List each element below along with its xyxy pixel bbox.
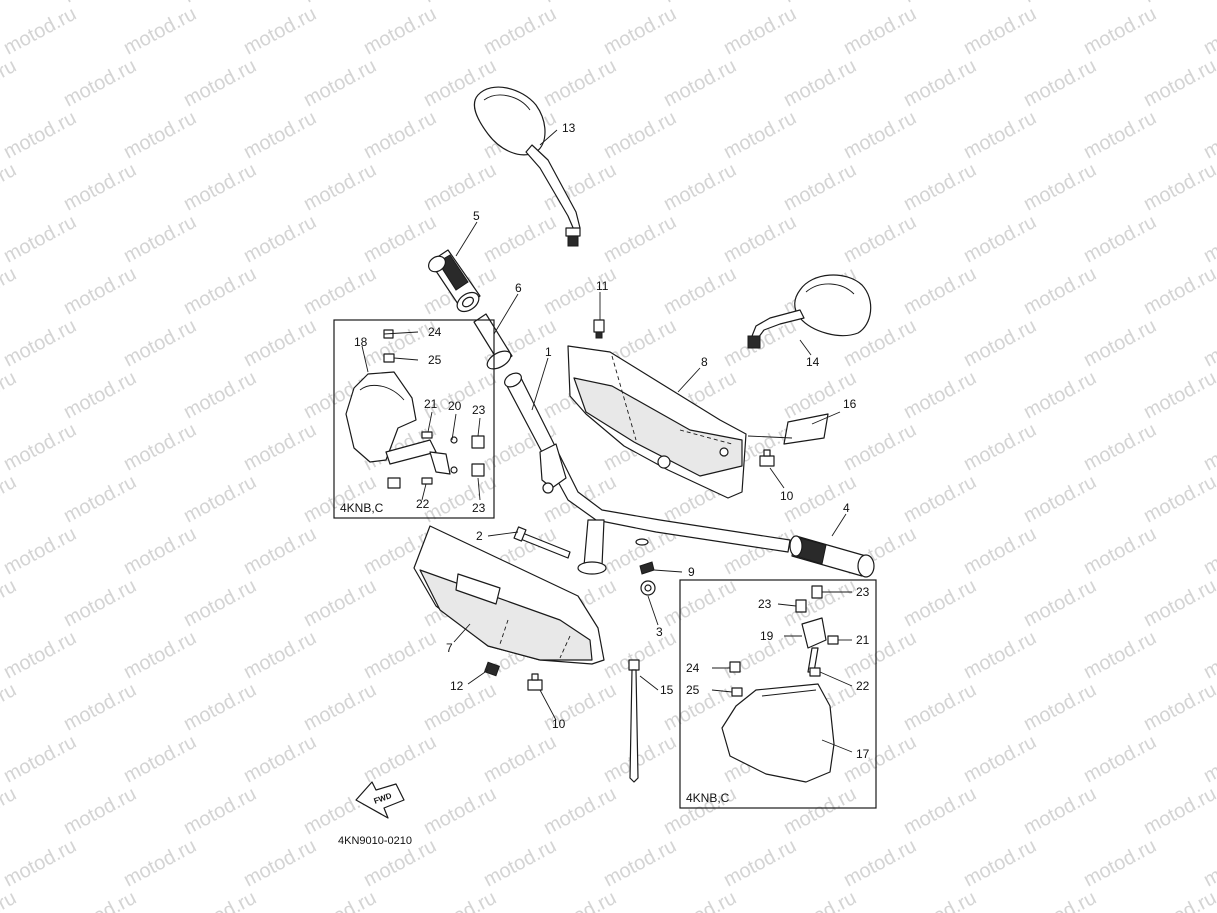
inset-left-callout-24: 24 bbox=[428, 325, 442, 339]
inset-left-callout-21: 21 bbox=[424, 397, 438, 411]
inset-left-callout-23-bottom: 23 bbox=[472, 501, 486, 515]
right-inset bbox=[679, 579, 877, 809]
handlebar bbox=[504, 372, 791, 575]
callout-15: 15 bbox=[660, 683, 674, 697]
callout-7: 7 bbox=[446, 641, 453, 655]
callout-12: 12 bbox=[450, 679, 464, 693]
inset-right-callout-23-left: 23 bbox=[758, 597, 772, 611]
inset-left-model-label: 4KNB,C bbox=[340, 501, 384, 515]
leader-lines bbox=[361, 129, 853, 753]
callout-1: 1 bbox=[545, 345, 552, 359]
fwd-arrow-icon bbox=[355, 781, 405, 819]
diagram-code: 4KN9010-0210 bbox=[338, 835, 412, 847]
right-mirror bbox=[747, 274, 872, 349]
left-grip bbox=[428, 249, 481, 313]
inset-right-callout-17: 17 bbox=[856, 747, 870, 761]
inset-right-callout-22: 22 bbox=[856, 679, 870, 693]
callout-16: 16 bbox=[843, 397, 857, 411]
throttle-sleeve bbox=[473, 313, 513, 370]
right-grip bbox=[789, 535, 875, 578]
callout-3: 3 bbox=[656, 625, 663, 639]
inset-left-callout-23-top: 23 bbox=[472, 403, 486, 417]
inset-right-callout-24: 24 bbox=[686, 661, 700, 675]
lower-handle-cover bbox=[413, 525, 605, 665]
upper-handle-cover bbox=[567, 345, 747, 499]
left-inset bbox=[333, 319, 495, 519]
inset-left-callout-22: 22 bbox=[416, 497, 430, 511]
callouts: 13 5 6 1 11 8 14 16 10 4 2 9 3 7 12 10 1… bbox=[338, 121, 870, 847]
inset-left-callout-20: 20 bbox=[448, 399, 462, 413]
inset-left-callout-25: 25 bbox=[428, 353, 442, 367]
callout-5: 5 bbox=[473, 209, 480, 223]
callout-2: 2 bbox=[476, 529, 483, 543]
callout-4: 4 bbox=[843, 501, 850, 515]
inset-right-callout-25: 25 bbox=[686, 683, 700, 697]
inset-right-model-label: 4KNB,C bbox=[686, 791, 730, 805]
inset-right-callout-19: 19 bbox=[760, 629, 774, 643]
callout-11: 11 bbox=[596, 279, 609, 293]
callout-9: 9 bbox=[688, 565, 695, 579]
inset-left-callout-18: 18 bbox=[354, 335, 368, 349]
callout-8: 8 bbox=[701, 355, 708, 369]
left-mirror bbox=[473, 86, 581, 247]
callout-13: 13 bbox=[562, 121, 576, 135]
inset-right-callout-23-right: 23 bbox=[856, 585, 870, 599]
callout-10-upper: 10 bbox=[780, 489, 794, 503]
callout-6: 6 bbox=[515, 281, 522, 295]
label-sticker bbox=[783, 413, 829, 445]
inset-right-callout-21: 21 bbox=[856, 633, 870, 647]
callout-10-lower: 10 bbox=[552, 717, 566, 731]
small-parts bbox=[484, 319, 775, 783]
callout-14: 14 bbox=[806, 355, 820, 369]
